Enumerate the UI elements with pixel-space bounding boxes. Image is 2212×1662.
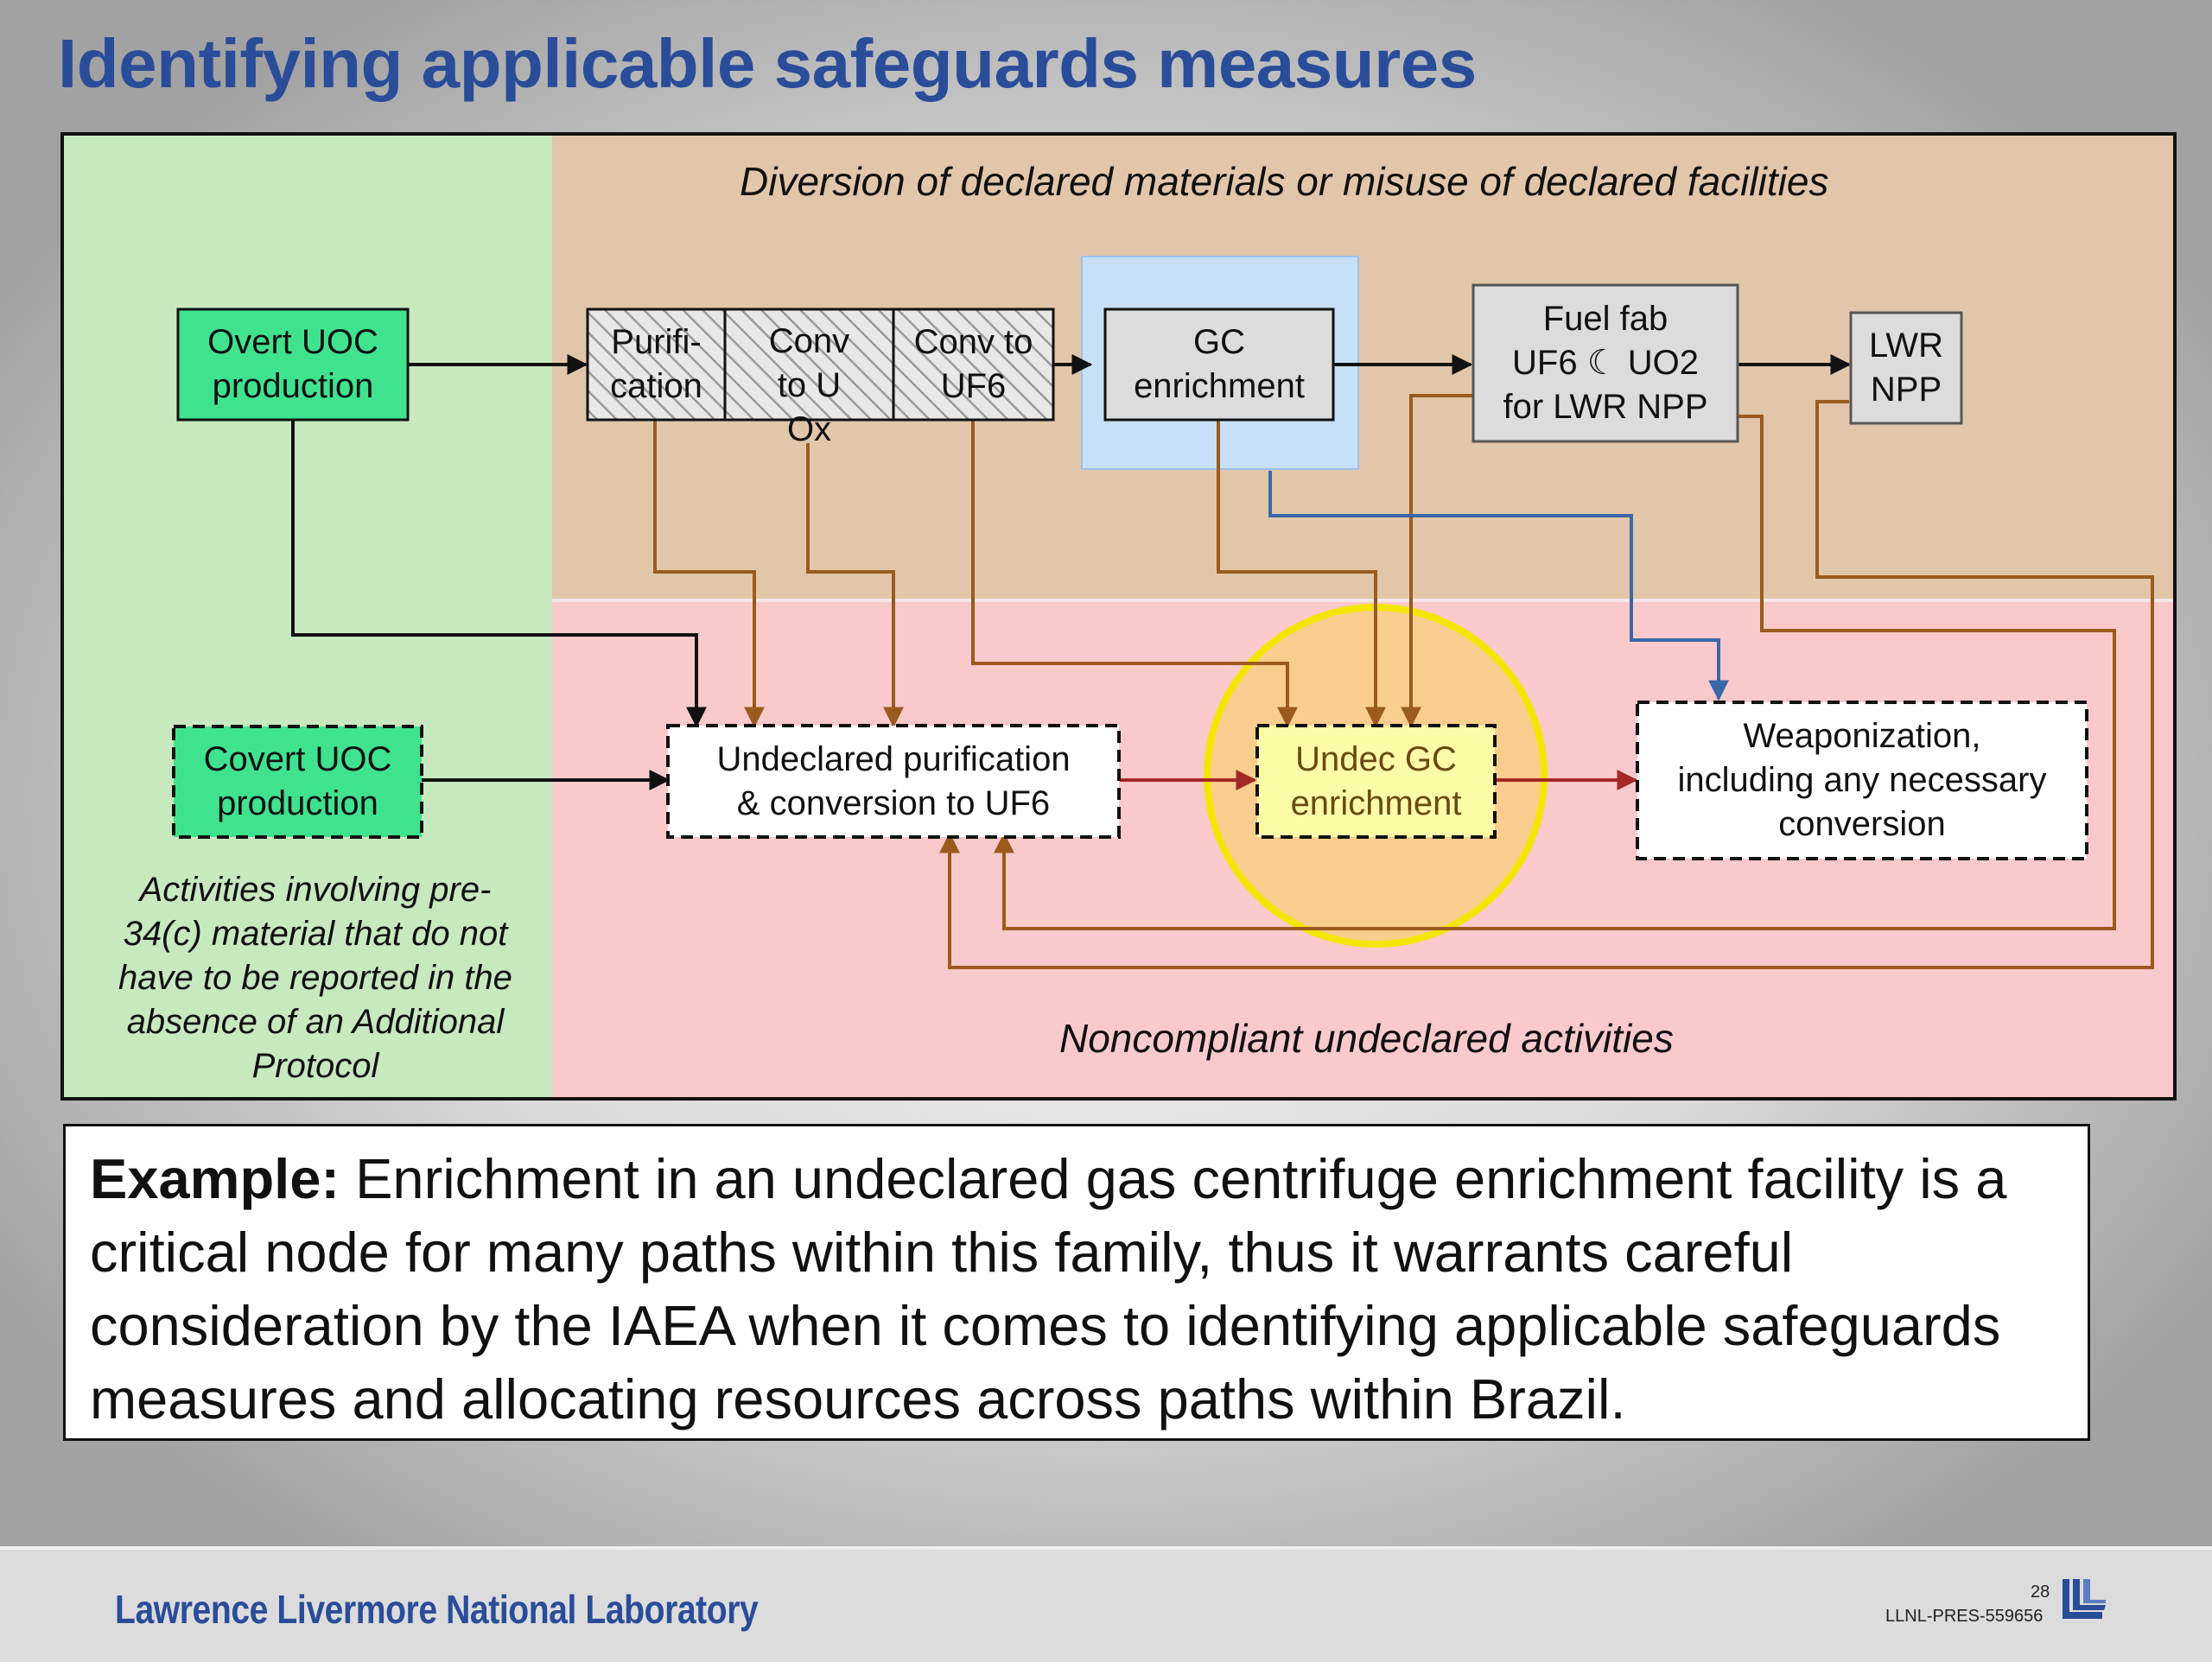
example-lead: Example: bbox=[90, 1147, 340, 1210]
weaponization-box bbox=[1636, 701, 2088, 860]
purification-box bbox=[586, 308, 727, 422]
covert-uoc-box bbox=[172, 725, 423, 839]
llnl-logo-icon bbox=[2063, 1579, 2106, 1619]
example-text: Enrichment in an undeclared gas centrifu… bbox=[90, 1147, 2007, 1430]
green-region bbox=[62, 134, 552, 1099]
undec-gc-box bbox=[1255, 724, 1497, 839]
declared-region-label: Diversion of declared materials or misus… bbox=[740, 159, 1829, 204]
slide-title: Identifying applicable safeguards measur… bbox=[58, 25, 1477, 102]
footer-band bbox=[0, 1546, 2212, 1662]
lab-name: Lawrence Livermore National Laboratory bbox=[115, 1587, 759, 1632]
fuel-fab-box bbox=[1471, 283, 1739, 443]
doc-id: LLNL-PRES-559656 bbox=[1885, 1607, 2044, 1626]
undeclared-purification-box bbox=[666, 724, 1121, 839]
pre34c-note: Activities involving pre- 34(c) material… bbox=[118, 871, 512, 1085]
lwr-npp-box bbox=[1849, 311, 1963, 425]
overt-uoc-box bbox=[176, 308, 410, 422]
diagram-frame bbox=[60, 132, 2177, 1101]
example-box: Example: Enrichment in an undeclared gas… bbox=[63, 1124, 2090, 1441]
conv-uf6-box bbox=[892, 308, 1055, 422]
page-number: 28 bbox=[2031, 1583, 2050, 1602]
conv-u-ox-box bbox=[723, 308, 895, 422]
purification-label: Purifi-cation bbox=[610, 323, 702, 405]
undeclared-region-label: Noncompliant undeclared activities bbox=[1059, 1016, 1674, 1061]
gc-enrichment-box bbox=[1103, 308, 1335, 422]
undeclared-purification-label: Undeclared purification& conversion to U… bbox=[716, 739, 1071, 822]
